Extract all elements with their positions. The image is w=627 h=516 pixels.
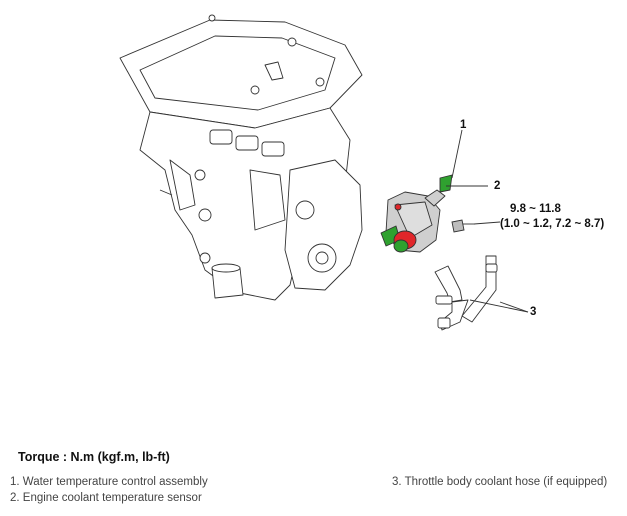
engine-block: [119, 14, 363, 301]
callout-1: 1: [460, 119, 467, 131]
throttle-body-coolant-hose: [434, 255, 498, 331]
callout-2: 2: [494, 180, 501, 192]
water-temperature-control-assembly: [380, 174, 453, 253]
legend-item-1: 1. Water temperature control assembly: [10, 476, 208, 488]
torque-spec-line2: (1.0 ~ 1.2, 7.2 ~ 8.7): [500, 218, 605, 230]
legend-item-3: 3. Throttle body coolant hose (if equipp…: [392, 476, 608, 488]
engine-diagram: [119, 14, 529, 331]
torque-spec-line1: 9.8 ~ 11.8: [510, 203, 561, 215]
legend-title: Torque : N.m (kgf.m, lb-ft): [18, 450, 170, 464]
bolt-icon: [451, 219, 475, 233]
legend-item-2: 2. Engine coolant temperature sensor: [10, 492, 202, 504]
leader-lines: [446, 129, 529, 313]
callout-3: 3: [530, 306, 537, 318]
